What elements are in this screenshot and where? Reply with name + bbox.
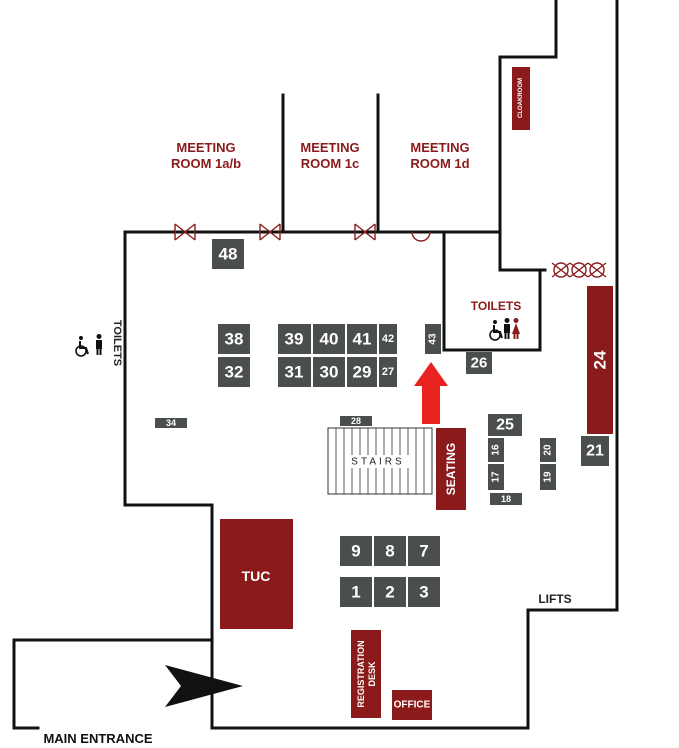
booth-20-label: 20 bbox=[543, 444, 554, 456]
booth-24[interactable] bbox=[587, 286, 613, 434]
booth-18-label: 18 bbox=[501, 494, 511, 504]
booth-1-label: 1 bbox=[351, 583, 360, 602]
booth-16[interactable] bbox=[488, 438, 504, 462]
booth-1[interactable] bbox=[340, 577, 372, 607]
booth-39[interactable] bbox=[278, 324, 311, 354]
booth-2-label: 2 bbox=[385, 583, 394, 602]
booth-27-label: 27 bbox=[382, 366, 394, 378]
stairs: STAIRS bbox=[327, 427, 433, 495]
booth-27[interactable] bbox=[379, 357, 397, 387]
meeting-room-1d-label-1: MEETING bbox=[410, 140, 469, 155]
booth-40-label: 40 bbox=[320, 330, 339, 349]
booth-34[interactable] bbox=[155, 418, 187, 428]
cloakroom-box bbox=[512, 67, 530, 130]
registration-label-1: REGISTRATION bbox=[356, 640, 366, 707]
booth-30[interactable] bbox=[313, 357, 345, 387]
booth-20[interactable] bbox=[540, 438, 556, 462]
meeting-room-1c-label-1: MEETING bbox=[300, 140, 359, 155]
booth-30-label: 30 bbox=[320, 363, 339, 382]
booth-2[interactable] bbox=[374, 577, 406, 607]
booth-29[interactable] bbox=[347, 357, 377, 387]
booth-38[interactable] bbox=[218, 324, 250, 354]
booth-21[interactable] bbox=[581, 436, 609, 466]
meeting-room-1ab-label-1: MEETING bbox=[176, 140, 235, 155]
booth-21-label: 21 bbox=[586, 443, 604, 460]
walls bbox=[12, 0, 619, 730]
door-meeting-1ab bbox=[174, 223, 196, 241]
booth-34-label: 34 bbox=[166, 418, 176, 428]
booth-39-label: 39 bbox=[285, 330, 304, 349]
booth-7[interactable] bbox=[408, 536, 440, 566]
main-entrance-label: MAIN ENTRANCE bbox=[43, 731, 152, 746]
booth-17-label: 17 bbox=[491, 471, 502, 483]
booth-43[interactable] bbox=[425, 324, 441, 354]
tuc-area[interactable] bbox=[220, 519, 293, 629]
booth-28[interactable] bbox=[340, 416, 372, 426]
booth-38-label: 38 bbox=[225, 330, 244, 349]
meeting-room-1c-label-2: ROOM 1c bbox=[301, 156, 360, 171]
booth-42-label: 42 bbox=[382, 333, 394, 345]
booth-31-label: 31 bbox=[285, 363, 304, 382]
seating-area bbox=[436, 428, 466, 510]
booth-31[interactable] bbox=[278, 357, 311, 387]
booth-19-label: 19 bbox=[543, 471, 554, 483]
booth-16-label: 16 bbox=[491, 444, 502, 456]
door-meeting-1c-left bbox=[259, 223, 281, 241]
booth-8[interactable] bbox=[374, 536, 406, 566]
doors bbox=[174, 223, 607, 278]
meeting-room-1d-label-2: ROOM 1d bbox=[410, 156, 469, 171]
toilets-left-label: TOILETS bbox=[111, 320, 123, 366]
booth-43-label: 43 bbox=[428, 333, 439, 345]
booth-32-label: 32 bbox=[225, 363, 244, 382]
booth-41-label: 41 bbox=[353, 330, 372, 349]
wheelchair-icon bbox=[489, 320, 503, 341]
door-meeting-1d bbox=[411, 231, 431, 242]
person-male-icon bbox=[504, 318, 510, 339]
booth-48[interactable] bbox=[212, 239, 244, 269]
booth-9[interactable] bbox=[340, 536, 372, 566]
booth-3[interactable] bbox=[408, 577, 440, 607]
stairs-label: STAIRS bbox=[351, 457, 404, 468]
booths: 48 38 32 39 40 41 42 31 30 29 27 43 26 3… bbox=[155, 239, 609, 607]
registration-label-2: DESK bbox=[367, 661, 377, 687]
booth-29-label: 29 bbox=[353, 363, 372, 382]
door-right-corridor bbox=[551, 262, 607, 278]
booth-41[interactable] bbox=[347, 324, 377, 354]
booth-42[interactable] bbox=[379, 324, 397, 354]
office-label: OFFICE bbox=[394, 700, 431, 711]
booth-25[interactable] bbox=[488, 414, 522, 436]
booth-24-marker bbox=[615, 379, 619, 383]
person-male-icon-left bbox=[96, 334, 102, 355]
up-arrow-icon bbox=[414, 362, 448, 424]
booth-3-label: 3 bbox=[419, 583, 428, 602]
lifts-label: LIFTS bbox=[538, 592, 571, 606]
booth-7-label: 7 bbox=[419, 542, 428, 561]
booth-8-label: 8 bbox=[385, 542, 394, 561]
office[interactable] bbox=[392, 690, 432, 720]
meeting-room-1ab-label-2: ROOM 1a/b bbox=[171, 156, 241, 171]
booth-19[interactable] bbox=[540, 464, 556, 490]
person-female-icon bbox=[512, 318, 520, 339]
booth-28-label: 28 bbox=[351, 416, 361, 426]
booth-26[interactable] bbox=[466, 352, 492, 374]
door-meeting-1c-right bbox=[354, 223, 376, 241]
entrance-arrow-icon bbox=[165, 665, 243, 707]
booth-40[interactable] bbox=[313, 324, 345, 354]
booth-9-label: 9 bbox=[351, 542, 360, 561]
seating-label: SEATING bbox=[444, 443, 458, 495]
booth-17[interactable] bbox=[488, 464, 504, 490]
booth-18[interactable] bbox=[490, 493, 522, 505]
cloakroom-label: CLOAKROOM bbox=[518, 78, 524, 118]
tuc-label: TUC bbox=[242, 568, 271, 584]
toilets-right-label: TOILETS bbox=[471, 299, 521, 313]
booth-25-label: 25 bbox=[496, 417, 514, 434]
booth-26-label: 26 bbox=[471, 355, 488, 372]
booth-48-label: 48 bbox=[219, 245, 238, 264]
registration-desk[interactable] bbox=[351, 630, 381, 718]
booth-32[interactable] bbox=[218, 357, 250, 387]
wheelchair-icon-left bbox=[75, 336, 89, 357]
booth-24-label: 24 bbox=[591, 350, 610, 369]
